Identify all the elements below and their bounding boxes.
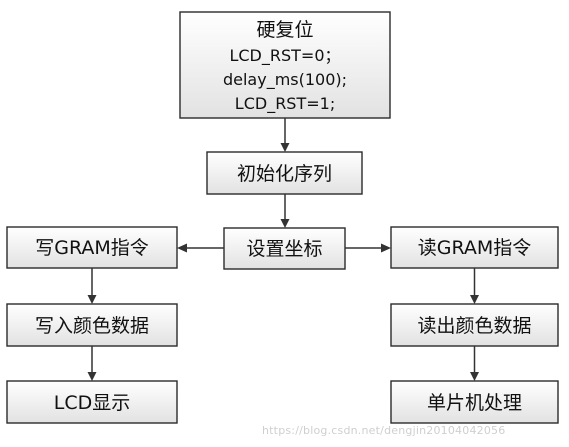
node-lcd-display-label: LCD显示 <box>54 392 130 414</box>
arrow-write-gram-to-write-color <box>87 268 97 304</box>
arrow-read-color-to-mcu <box>470 346 479 381</box>
arrow-coords-to-read-gram <box>345 243 391 253</box>
node-lcd-display: LCD显示 <box>6 380 178 424</box>
arrow-coords-to-write-gram <box>177 243 224 253</box>
node-mcu-process: 单片机处理 <box>390 380 559 424</box>
node-read-color: 读出颜色数据 <box>390 303 559 347</box>
arrow-read-gram-to-read-color <box>470 268 479 304</box>
node-hard-reset-line-1: LCD_RST=0； <box>229 46 340 66</box>
watermark-text: https://blog.csdn.net/dengjin20104042056 <box>262 424 506 437</box>
node-write-color: 写入颜色数据 <box>6 303 178 347</box>
arrow-write-color-to-lcd <box>87 346 97 381</box>
node-init-sequence-label: 初始化序列 <box>237 163 332 185</box>
node-read-color-label: 读出颜色数据 <box>417 315 531 337</box>
arrow-reset-to-init <box>280 118 290 152</box>
node-hard-reset-line-2: delay_ms(100); <box>223 70 347 90</box>
node-init-sequence: 初始化序列 <box>206 151 363 195</box>
node-hard-reset: 硬复位 LCD_RST=0； delay_ms(100); LCD_RST=1; <box>179 11 391 119</box>
node-read-gram-cmd-label: 读GRAM指令 <box>418 237 532 259</box>
node-write-gram-cmd: 写GRAM指令 <box>6 226 178 269</box>
node-read-gram-cmd: 读GRAM指令 <box>390 226 559 269</box>
node-hard-reset-line-3: LCD_RST=1; <box>235 94 335 114</box>
arrow-init-to-coords <box>280 194 290 228</box>
node-set-coords: 设置坐标 <box>223 227 346 270</box>
node-set-coords-label: 设置坐标 <box>246 238 322 260</box>
node-hard-reset-title: 硬复位 <box>256 19 313 41</box>
node-write-color-label: 写入颜色数据 <box>35 315 149 337</box>
node-write-gram-cmd-label: 写GRAM指令 <box>35 237 149 259</box>
node-mcu-process-label: 单片机处理 <box>427 392 522 414</box>
